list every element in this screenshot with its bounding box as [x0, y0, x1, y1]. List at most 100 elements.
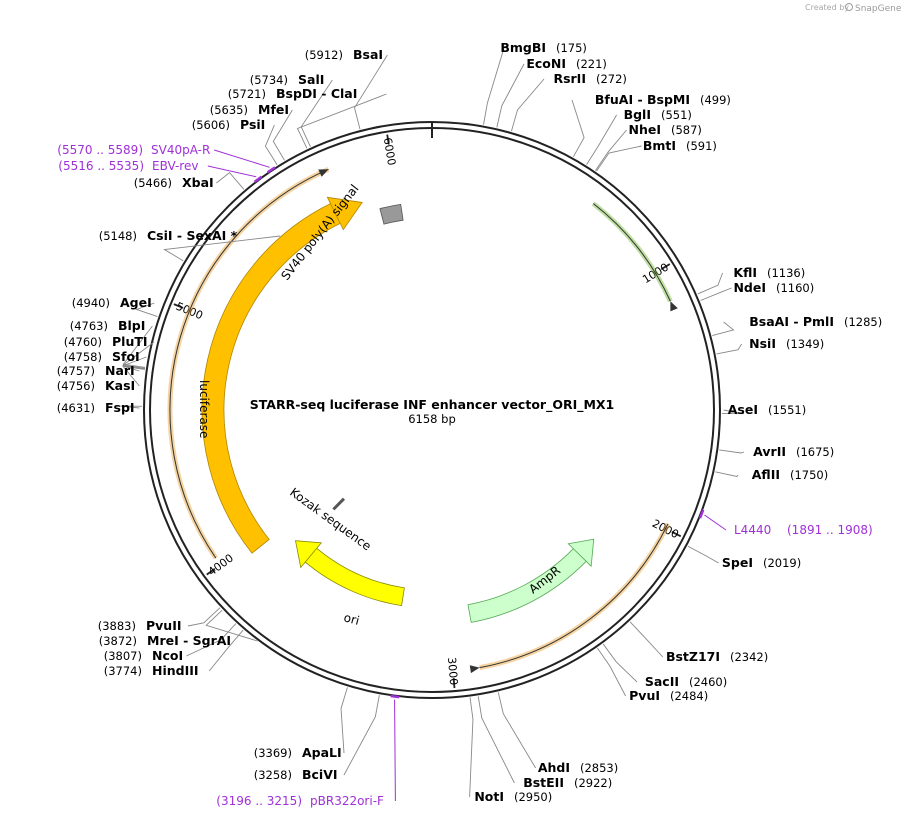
site-name: PvuII	[146, 618, 182, 633]
site-xbai[interactable]: (5466)XbaI	[134, 175, 214, 190]
site-position: (1349)	[786, 337, 824, 351]
feature-ampr	[467, 538, 595, 623]
orf-arc	[592, 203, 671, 302]
tick-mark	[173, 303, 184, 309]
site-nsii[interactable]: NsiI(1349)	[749, 336, 824, 351]
site-bmti[interactable]: BmtI(591)	[643, 138, 717, 153]
primer-leader	[394, 699, 396, 802]
orf-arcs	[167, 167, 678, 674]
primer-mark	[253, 175, 263, 183]
snapgene-logo-icon	[845, 3, 853, 11]
site-ncoi[interactable]: (3807)NcoI	[104, 648, 183, 663]
site-sali[interactable]: (5734)SalI	[250, 72, 325, 87]
site-kfli[interactable]: KflI(1136)	[733, 265, 805, 280]
site-position: (4756)	[57, 379, 95, 393]
site-leader	[597, 647, 626, 697]
site-bsteii[interactable]: BstEII(2922)	[523, 775, 612, 790]
tick-mark	[452, 678, 456, 689]
site-position: (3807)	[104, 649, 142, 663]
site-name: FspI	[105, 400, 135, 415]
orf-arrowhead	[318, 169, 329, 177]
site-pvui[interactable]: PvuI(2484)	[629, 688, 708, 703]
site-econi[interactable]: EcoNI(221)	[526, 56, 607, 71]
site-position: (4760)	[64, 335, 102, 349]
site-leader	[477, 696, 515, 784]
site-leader	[122, 356, 147, 370]
site-fspi[interactable]: (4631) FspI	[57, 400, 135, 415]
site-name: AgeI	[120, 295, 152, 310]
primer-name: SV40pA-R	[151, 143, 210, 157]
feature-label-luciferase: luciferase	[197, 380, 211, 438]
site-name: BspDI - ClaI	[276, 86, 357, 101]
site-kasi[interactable]: (4756)KasI	[57, 378, 135, 393]
site-apali[interactable]: (3369)ApaLI	[254, 745, 342, 760]
site-leader	[300, 79, 333, 147]
site-leader	[354, 54, 388, 130]
site-leader	[187, 607, 221, 627]
site-position: (3774)	[104, 664, 142, 678]
site-leader	[122, 341, 155, 369]
site-leader	[343, 695, 380, 776]
tick-label: 4000	[206, 551, 236, 578]
site-sacii[interactable]: SacII(2460)	[645, 674, 727, 689]
site-hindiii[interactable]: (3774)HindIII	[104, 663, 199, 678]
primer-range: (1891 .. 1908)	[787, 523, 873, 537]
primer-name: pBR322ori-F	[310, 794, 384, 808]
site-agei[interactable]: (4940)AgeI	[72, 295, 152, 310]
site-bcivi[interactable]: (3258)BciVI	[254, 767, 338, 782]
site-bmgbi[interactable]: BmgBI(175)	[500, 40, 587, 55]
site-spei[interactable]: SpeI(2019)	[722, 555, 801, 570]
primer-sv40pa-r[interactable]: SV40pA-R(5570 .. 5589)	[57, 143, 276, 174]
site-name: PvuI	[629, 688, 660, 703]
primer-l4440[interactable]: L4440(1891 .. 1908)	[698, 509, 873, 537]
site-position: (2019)	[763, 556, 801, 570]
site-position: (4631)	[57, 401, 95, 415]
site-bstz17i[interactable]: BstZ17I(2342)	[666, 649, 768, 664]
site-pluti[interactable]: (4760)PluTI	[64, 334, 148, 349]
site-position: (1675)	[796, 445, 834, 459]
site-position: (1136)	[767, 266, 805, 280]
site-leader	[687, 545, 719, 564]
site-leader	[602, 643, 638, 683]
site-nari[interactable]: (4757)NarI	[57, 363, 135, 378]
site-leader	[716, 343, 742, 355]
site-bsai[interactable]: (5912)BsaI	[305, 47, 383, 62]
primer-mark	[698, 509, 705, 519]
site-leader	[186, 623, 237, 657]
site-blpi[interactable]: (4763)BlpI	[70, 318, 146, 333]
site-name: AflII	[752, 467, 780, 482]
site-csii-sexai[interactable]: (5148)CsiI - SexAI *	[99, 228, 238, 243]
orf-arc	[169, 168, 329, 559]
site-sfoi[interactable]: (4758)SfoI	[64, 349, 140, 364]
site-name: MreI - SgrAI	[147, 633, 231, 648]
site-position: (2950)	[514, 790, 552, 804]
site-bfuai-bspmi[interactable]: BfuAI - BspMI(499)	[595, 92, 731, 107]
site-nhei[interactable]: NheI(587)	[629, 122, 702, 137]
primer-mark	[266, 166, 276, 174]
site-ndei[interactable]: NdeI(1160)	[733, 280, 814, 295]
site-bspdi-clai[interactable]: (5721)BspDI - ClaI	[228, 86, 358, 101]
site-leader	[712, 321, 735, 336]
site-leader	[595, 129, 627, 171]
site-ahdi[interactable]: AhdI(2853)	[538, 760, 618, 775]
credit-brand: SnapGene	[855, 4, 902, 14]
primer-ebv-rev[interactable]: EBV-rev(5516 .. 5535)	[58, 159, 263, 183]
site-position: (175)	[556, 41, 587, 55]
site-position: (5635)	[210, 103, 248, 117]
site-leader	[272, 109, 293, 161]
site-rsrii[interactable]: RsrII(272)	[553, 71, 626, 86]
site-avrii[interactable]: AvrII(1675)	[753, 444, 834, 459]
site-leader	[163, 235, 281, 262]
site-leader	[122, 325, 153, 368]
site-pvuii[interactable]: (3883)PvuII	[98, 618, 182, 633]
site-mfei[interactable]: (5635)MfeI	[210, 102, 289, 117]
site-bsaai-pmli[interactable]: BsaAI - PmlI(1285)	[749, 314, 882, 329]
site-bgli[interactable]: BglI(551)	[624, 107, 692, 122]
site-noti[interactable]: NotI(2950)	[474, 789, 552, 804]
site-psii[interactable]: (5606)PsiI	[192, 117, 266, 132]
site-mrei-sgrai[interactable]: (3872)MreI - SgrAI	[99, 633, 231, 648]
site-position: (4763)	[70, 319, 108, 333]
site-aflii[interactable]: AflII(1750)	[752, 467, 829, 482]
site-asei[interactable]: AseI(1551)	[728, 402, 807, 417]
primer-pbr322ori-f[interactable]: pBR322ori-F(3196 .. 3215)	[216, 694, 400, 808]
